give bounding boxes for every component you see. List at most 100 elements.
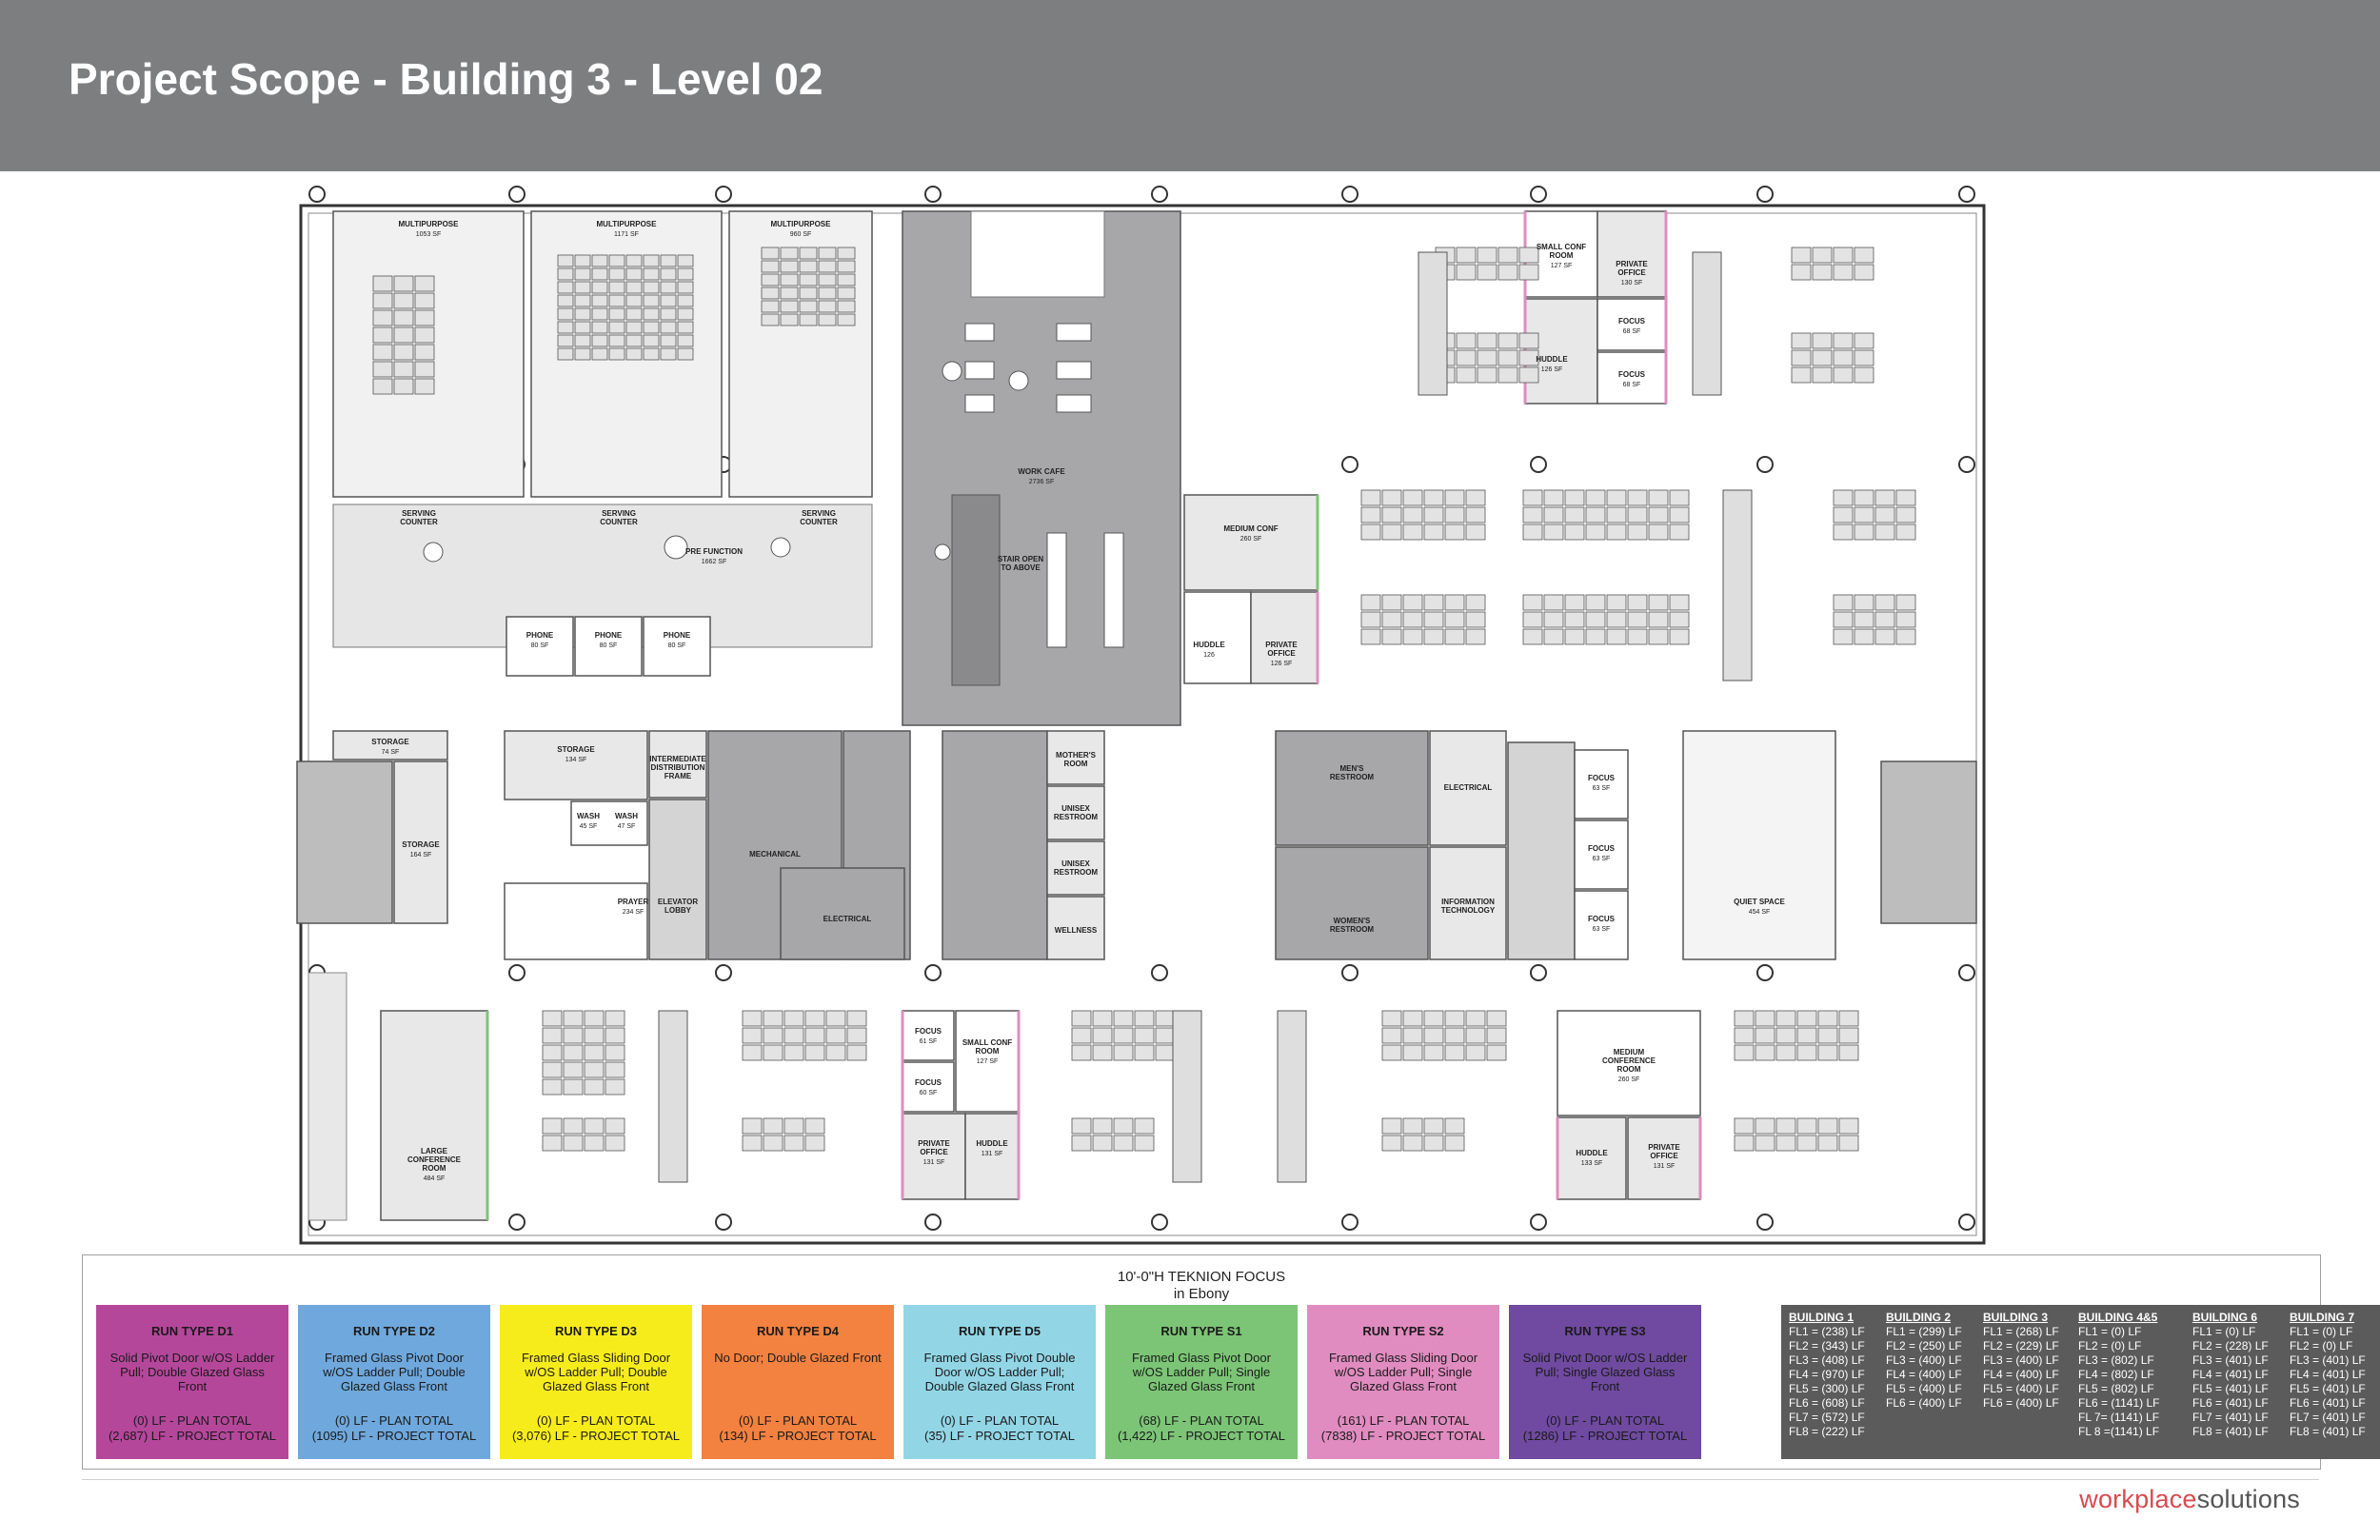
floor-total: FL5 = (802) LF (2078, 1382, 2154, 1395)
room-label-line: COUNTER (400, 518, 438, 526)
room-label: STORAGE (402, 840, 440, 849)
column-marker (715, 1214, 732, 1231)
desk (1444, 1010, 1465, 1027)
round-table (770, 537, 791, 558)
desk (1465, 594, 1486, 611)
desk (1444, 1135, 1465, 1152)
run-type-plan: (0) LF - PLAN TOTAL (334, 1413, 454, 1428)
desk (1071, 1117, 1092, 1135)
legend-title-line2: in Ebony (1173, 1286, 1230, 1302)
desk (1497, 332, 1518, 349)
room-label-line: FOCUS (1588, 844, 1616, 853)
desk (643, 321, 660, 334)
desk (1522, 628, 1543, 645)
desk (1775, 1044, 1796, 1061)
desk (1113, 1027, 1134, 1044)
desk (783, 1117, 804, 1135)
desk (1833, 594, 1854, 611)
desk (393, 361, 414, 378)
brand-part2: solutions (2196, 1485, 2300, 1513)
desk (1543, 611, 1564, 628)
desk (660, 334, 677, 347)
room-label-line: PRIVATE (1616, 260, 1648, 268)
room-label-line: LOBBY (664, 906, 692, 915)
floor-total: FL5 = (400) LF (1886, 1382, 1962, 1395)
floor-total: FL6 = (401) LF (2192, 1396, 2269, 1410)
room-label: HUDDLE (976, 1139, 1008, 1148)
desk (1381, 1010, 1402, 1027)
cafe-table (1056, 361, 1092, 380)
room-quiet-space (1682, 730, 1836, 960)
room-label-line: CONFERENCE (1602, 1056, 1656, 1065)
desk (799, 247, 818, 260)
desk (1477, 366, 1497, 384)
desk (804, 1027, 825, 1044)
desk (1796, 1117, 1817, 1135)
desk (1833, 349, 1854, 366)
column-marker (508, 1214, 526, 1231)
room-wash (570, 800, 648, 846)
desk (1648, 611, 1669, 628)
desk (625, 254, 643, 267)
desk (1543, 628, 1564, 645)
desk (608, 321, 625, 334)
desk (763, 1044, 783, 1061)
desk (1155, 1044, 1176, 1061)
room-label-line: PRAYER (618, 898, 649, 906)
desk (557, 281, 574, 294)
desk (1606, 506, 1627, 523)
run-type-plan: (0) LF - PLAN TOTAL (1545, 1413, 1665, 1428)
legend-title-line1: 10'-0"H TEKNION FOCUS (1117, 1269, 1286, 1285)
desk (563, 1010, 584, 1027)
desk (763, 1010, 783, 1027)
room-label-line: RESTROOM (1330, 925, 1375, 934)
desk (837, 286, 856, 300)
room-label-line: INTERMEDIATE (649, 755, 706, 763)
desk (780, 313, 799, 326)
desk (1071, 1135, 1092, 1152)
desk (1833, 506, 1854, 523)
floor-total: FL3 = (401) LF (2192, 1353, 2269, 1367)
room-womens (1275, 846, 1429, 960)
desk (1791, 264, 1812, 281)
room-small-conf-2 (955, 1010, 1020, 1113)
desk (1854, 489, 1874, 506)
desk (818, 300, 837, 313)
room-area: 63 SF (1593, 785, 1611, 792)
floor-total: FL5 = (300) LF (1789, 1382, 1865, 1395)
desk (1812, 349, 1833, 366)
room-label-line: UNISEX (1061, 804, 1090, 813)
desk (1838, 1135, 1859, 1152)
desk (1465, 523, 1486, 541)
desk (825, 1010, 846, 1027)
desk (1734, 1135, 1755, 1152)
room-area: 134 SF (565, 757, 587, 763)
desk (542, 1117, 563, 1135)
desk (584, 1010, 605, 1027)
room-elevator-lobby (648, 799, 707, 960)
desk (563, 1027, 584, 1044)
desk (1796, 1044, 1817, 1061)
floor-total: FL 8 =(1141) LF (2078, 1425, 2160, 1438)
room-label: WASH (577, 812, 600, 820)
desk (1402, 594, 1423, 611)
desk (677, 294, 694, 307)
desk (1791, 332, 1812, 349)
run-type-title: RUN TYPE D3 (555, 1324, 637, 1338)
desk (1518, 349, 1539, 366)
room-label-line: PHONE (595, 631, 623, 640)
desk (1497, 366, 1518, 384)
column-marker (1530, 1214, 1547, 1231)
desk (1456, 264, 1477, 281)
room-label-line: HUDDLE (976, 1139, 1008, 1148)
desk (1606, 611, 1627, 628)
desk (1833, 264, 1854, 281)
building-name: BUILDING 3 (1983, 1311, 2049, 1324)
floor-total: FL1 = (0) LF (2192, 1325, 2256, 1338)
desk (1477, 264, 1497, 281)
